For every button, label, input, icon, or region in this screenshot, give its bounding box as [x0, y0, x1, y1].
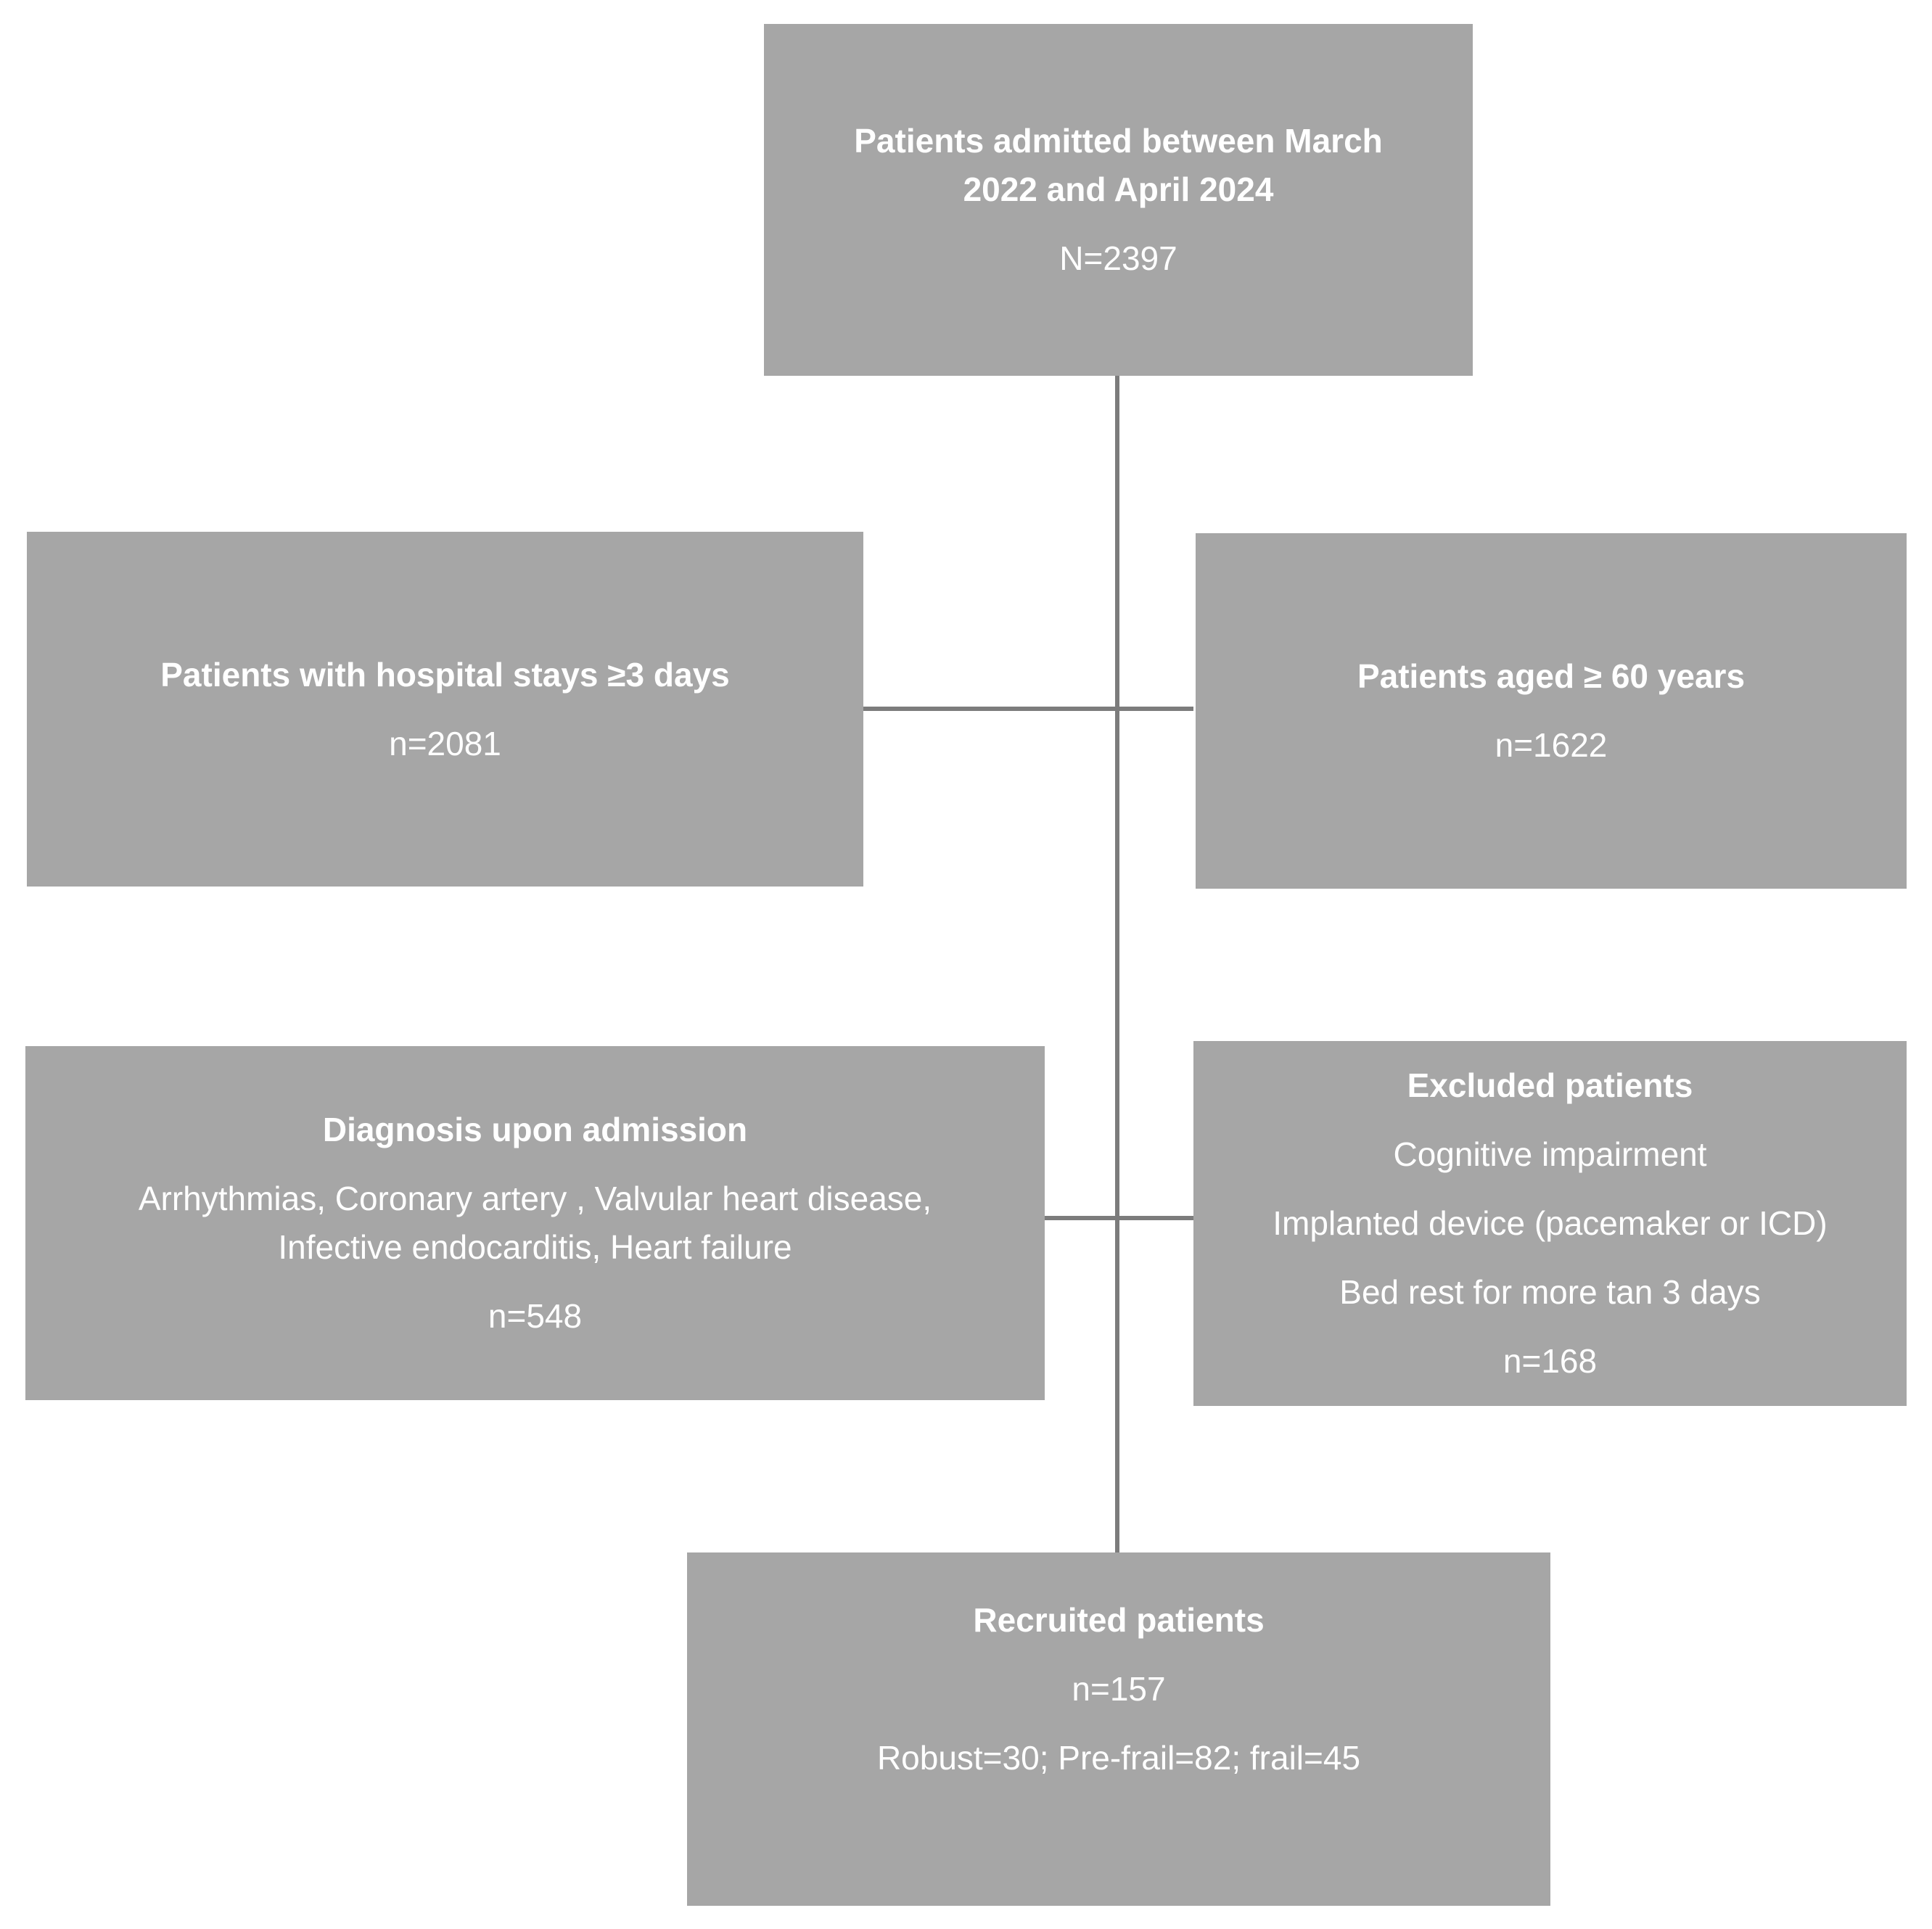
connector-horizontal-line-upper — [863, 707, 1193, 711]
box-diagnosis-title: Diagnosis upon admission — [322, 1111, 748, 1148]
excluded-reason: Cognitive impairment — [1393, 1135, 1707, 1173]
box-hospital-stay-count: n=2081 — [389, 724, 501, 762]
box-diagnosis-count: n=548 — [488, 1297, 583, 1335]
excluded-reason: Implanted device (pacemaker or ICD) — [1273, 1204, 1828, 1242]
excluded-reason: Bed rest for more tan 3 days — [1339, 1273, 1761, 1311]
box-diagnosis-body: Arrhythmias, Coronary artery , Valvular … — [139, 1175, 932, 1272]
box-hospital-stay-title: Patients with hospital stays ≥3 days — [160, 655, 730, 694]
box-patients-aged-title: Patients aged ≥ 60 years — [1357, 657, 1746, 695]
title-line: Patients admitted between March — [854, 122, 1383, 160]
box-recruited-patients: Recruited patients n=157 Robust=30; Pre-… — [687, 1552, 1550, 1906]
box-excluded-title: Excluded patients — [1407, 1066, 1693, 1104]
box-patients-admitted-count: N=2397 — [1059, 239, 1177, 277]
connector-vertical-line — [1115, 376, 1119, 1552]
box-recruited-breakdown: Robust=30; Pre-frail=82; frail=45 — [876, 1739, 1361, 1777]
box-patients-aged-count: n=1622 — [1495, 726, 1608, 764]
box-hospital-stay: Patients with hospital stays ≥3 days n=2… — [27, 532, 863, 887]
connector-horizontal-line-lower — [1043, 1216, 1193, 1220]
box-recruited-count: n=157 — [1072, 1670, 1166, 1708]
box-excluded-count: n=168 — [1503, 1342, 1598, 1380]
box-patients-admitted-title: Patients admitted between March 2022 and… — [854, 117, 1383, 214]
box-patients-aged: Patients aged ≥ 60 years n=1622 — [1196, 533, 1907, 889]
box-excluded-patients: Excluded patients Cognitive impairment I… — [1193, 1041, 1907, 1406]
box-recruited-title: Recruited patients — [973, 1601, 1265, 1639]
body-line: Infective endocarditis, Heart failure — [278, 1228, 792, 1266]
box-patients-admitted: Patients admitted between March 2022 and… — [764, 24, 1473, 376]
box-diagnosis: Diagnosis upon admission Arrhythmias, Co… — [25, 1046, 1045, 1400]
body-line: Arrhythmias, Coronary artery , Valvular … — [138, 1180, 932, 1217]
title-line: 2022 and April 2024 — [963, 170, 1274, 208]
